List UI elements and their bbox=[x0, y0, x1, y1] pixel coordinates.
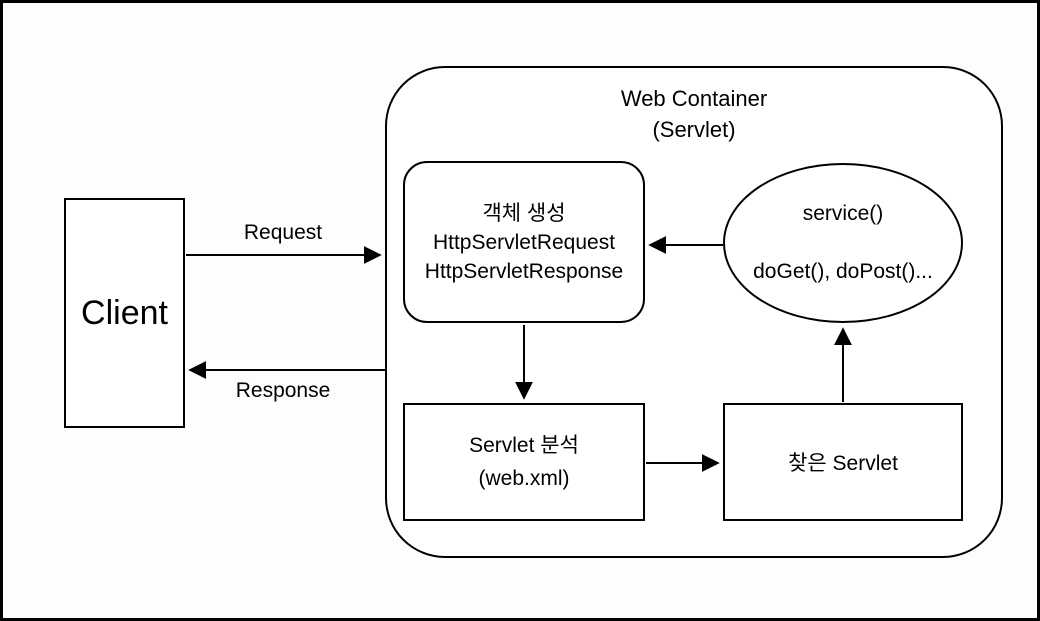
servlet-analysis-node: Servlet 분석 (web.xml) bbox=[403, 403, 645, 521]
service-ellipse-node: service() doGet(), doPost()... bbox=[723, 163, 963, 323]
web-container-title: Web Container (Servlet) bbox=[385, 83, 1003, 145]
servlet-analysis-line1: Servlet 분석 bbox=[469, 434, 579, 457]
response-arrow-label: Response bbox=[235, 379, 331, 402]
web-container-title-line1: Web Container bbox=[620, 86, 768, 111]
client-label: Client bbox=[81, 293, 168, 332]
object-creation-line1: 객체 생성 bbox=[482, 201, 566, 225]
found-servlet-node: 찾은 Servlet bbox=[723, 403, 963, 521]
service-ellipse-line2: doGet(), doPost()... bbox=[753, 260, 933, 283]
service-ellipse-line1: service() bbox=[802, 202, 884, 225]
servlet-analysis-line2: (web.xml) bbox=[478, 467, 570, 490]
client-node: Client bbox=[64, 198, 185, 428]
request-arrow-label: Request bbox=[243, 221, 323, 244]
found-servlet-label: 찾은 Servlet bbox=[788, 452, 898, 475]
object-creation-line2: HttpServletRequest bbox=[432, 230, 616, 254]
object-creation-node: 객체 생성 HttpServletRequest HttpServletResp… bbox=[403, 161, 645, 323]
web-container-title-line2: (Servlet) bbox=[652, 117, 736, 142]
object-creation-line3: HttpServletResponse bbox=[424, 259, 624, 283]
